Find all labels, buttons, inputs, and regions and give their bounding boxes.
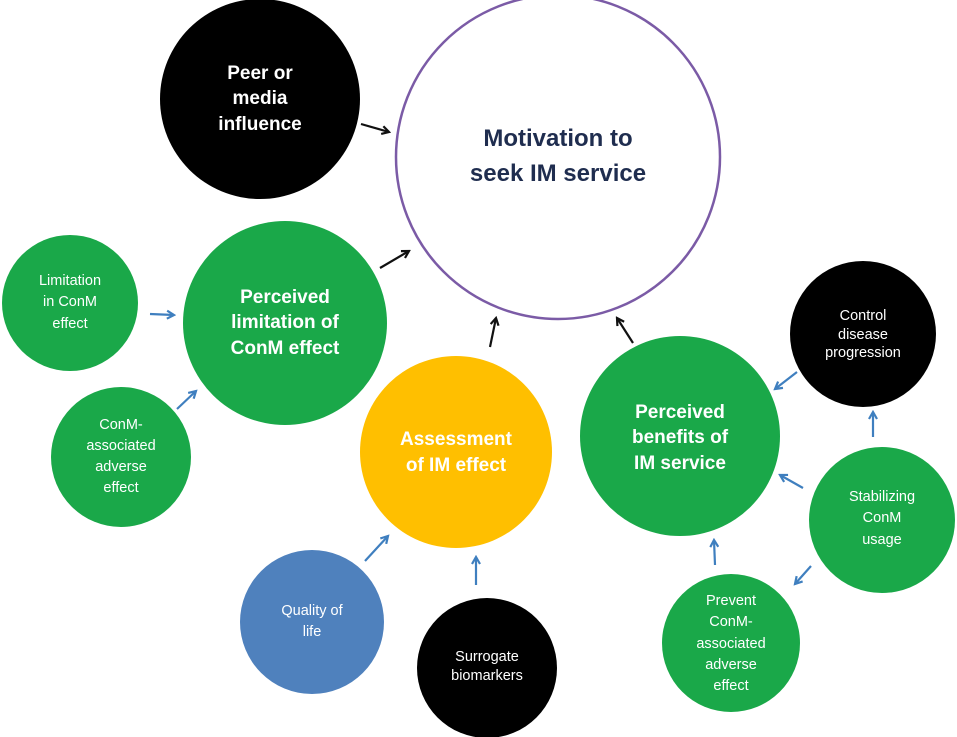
motivation-label: Motivation to seek IM service <box>469 125 647 187</box>
limitation-conm-label: Limitation in ConM effect <box>38 273 102 332</box>
assessment-label: Assessment of IM effect <box>400 429 512 476</box>
limitation-conm-circle <box>2 235 138 371</box>
stabilizing-label: Stabilizing ConM usage <box>848 489 916 548</box>
arrow-limitation-to-motivation <box>379 251 409 269</box>
perceived-limitation-label: Perceived limitation of ConM effect <box>230 286 340 359</box>
perceived-benefits-label: Perceived benefits of IM service <box>631 401 729 474</box>
peer-label: Peer or media influence <box>218 62 302 135</box>
arrow-peer-to-motivation <box>360 122 389 132</box>
arrow-prevent-to-benefits <box>714 540 715 566</box>
perceived-limitation-circle <box>183 221 387 425</box>
motivation-circle <box>394 0 722 321</box>
conm-adverse-label: ConM- associated adverse effect <box>86 416 156 497</box>
surrogate-circle <box>417 598 557 737</box>
arrow-stabilizing-to-prevent <box>795 565 812 584</box>
arrow-assessment-to-motivation <box>488 318 496 348</box>
quality-label: Quality of life <box>281 602 343 640</box>
perceived-benefits-circle <box>580 336 780 536</box>
stabilizing-circle <box>809 447 955 593</box>
arrow-stabilizing-to-benefits <box>780 475 804 489</box>
arrow-control-to-benefits <box>775 371 798 389</box>
assessment-circle <box>360 356 552 548</box>
quality-circle <box>240 550 384 694</box>
arrow-limitationconm-to-perceived <box>149 314 174 315</box>
conm-adverse-circle <box>51 387 191 527</box>
control-circle <box>790 261 936 407</box>
control-label: Control disease progression <box>825 307 901 362</box>
arrow-adverse-to-perceived <box>176 391 196 410</box>
prevent-circle <box>662 574 800 712</box>
arrow-quality-to-assessment <box>364 536 388 562</box>
arrow-benefits-to-motivation <box>617 318 634 344</box>
surrogate-label: Surrogate biomarkers <box>451 649 523 684</box>
prevent-label: Prevent ConM- associated adverse effect <box>696 593 766 694</box>
peer-circle <box>160 0 360 199</box>
